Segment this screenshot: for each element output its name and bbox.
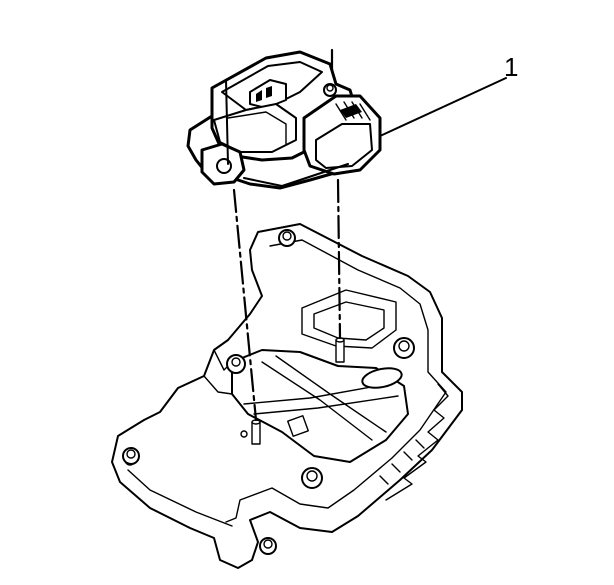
- connector-latch: [340, 104, 362, 118]
- mounting-bracket: [111, 223, 463, 569]
- stepped-edge-2: [379, 439, 425, 485]
- bracket-studs: [122, 229, 415, 555]
- stud-top: [278, 229, 296, 247]
- stud-lower-mid: [301, 467, 323, 489]
- stud-right: [393, 337, 415, 359]
- leader-lines: [225, 77, 507, 165]
- module-front-step-line: [227, 111, 287, 145]
- callout-1-label: 1: [504, 52, 518, 82]
- leader-line-1: [379, 77, 507, 137]
- module-top-stud: [323, 83, 337, 97]
- stud-left: [226, 354, 246, 374]
- recess-rib-d: [253, 395, 399, 415]
- stud-lower-left: [122, 447, 140, 465]
- module-top-marking: [256, 86, 272, 102]
- connector-face: [315, 123, 373, 169]
- locating-pin-right: [335, 337, 345, 363]
- leader-line-mount: [225, 79, 229, 165]
- locating-pin-left: [251, 419, 261, 445]
- upper-pocket-inner: [313, 301, 385, 341]
- alignment-line-right: [336, 178, 342, 340]
- square-marker: [287, 415, 309, 437]
- recess-rib-a: [261, 361, 373, 441]
- hole-left: [240, 430, 248, 438]
- stepped-edge: [385, 383, 449, 501]
- alignment-line-left: [232, 188, 258, 422]
- control-module: [186, 50, 382, 190]
- module-flange-edge: [243, 163, 349, 187]
- recess-rib-c: [243, 383, 389, 405]
- bracket-flange: [225, 239, 447, 523]
- bracket-flange-2: [127, 469, 233, 527]
- stud-bottom: [259, 537, 277, 555]
- oval-slot: [361, 367, 403, 389]
